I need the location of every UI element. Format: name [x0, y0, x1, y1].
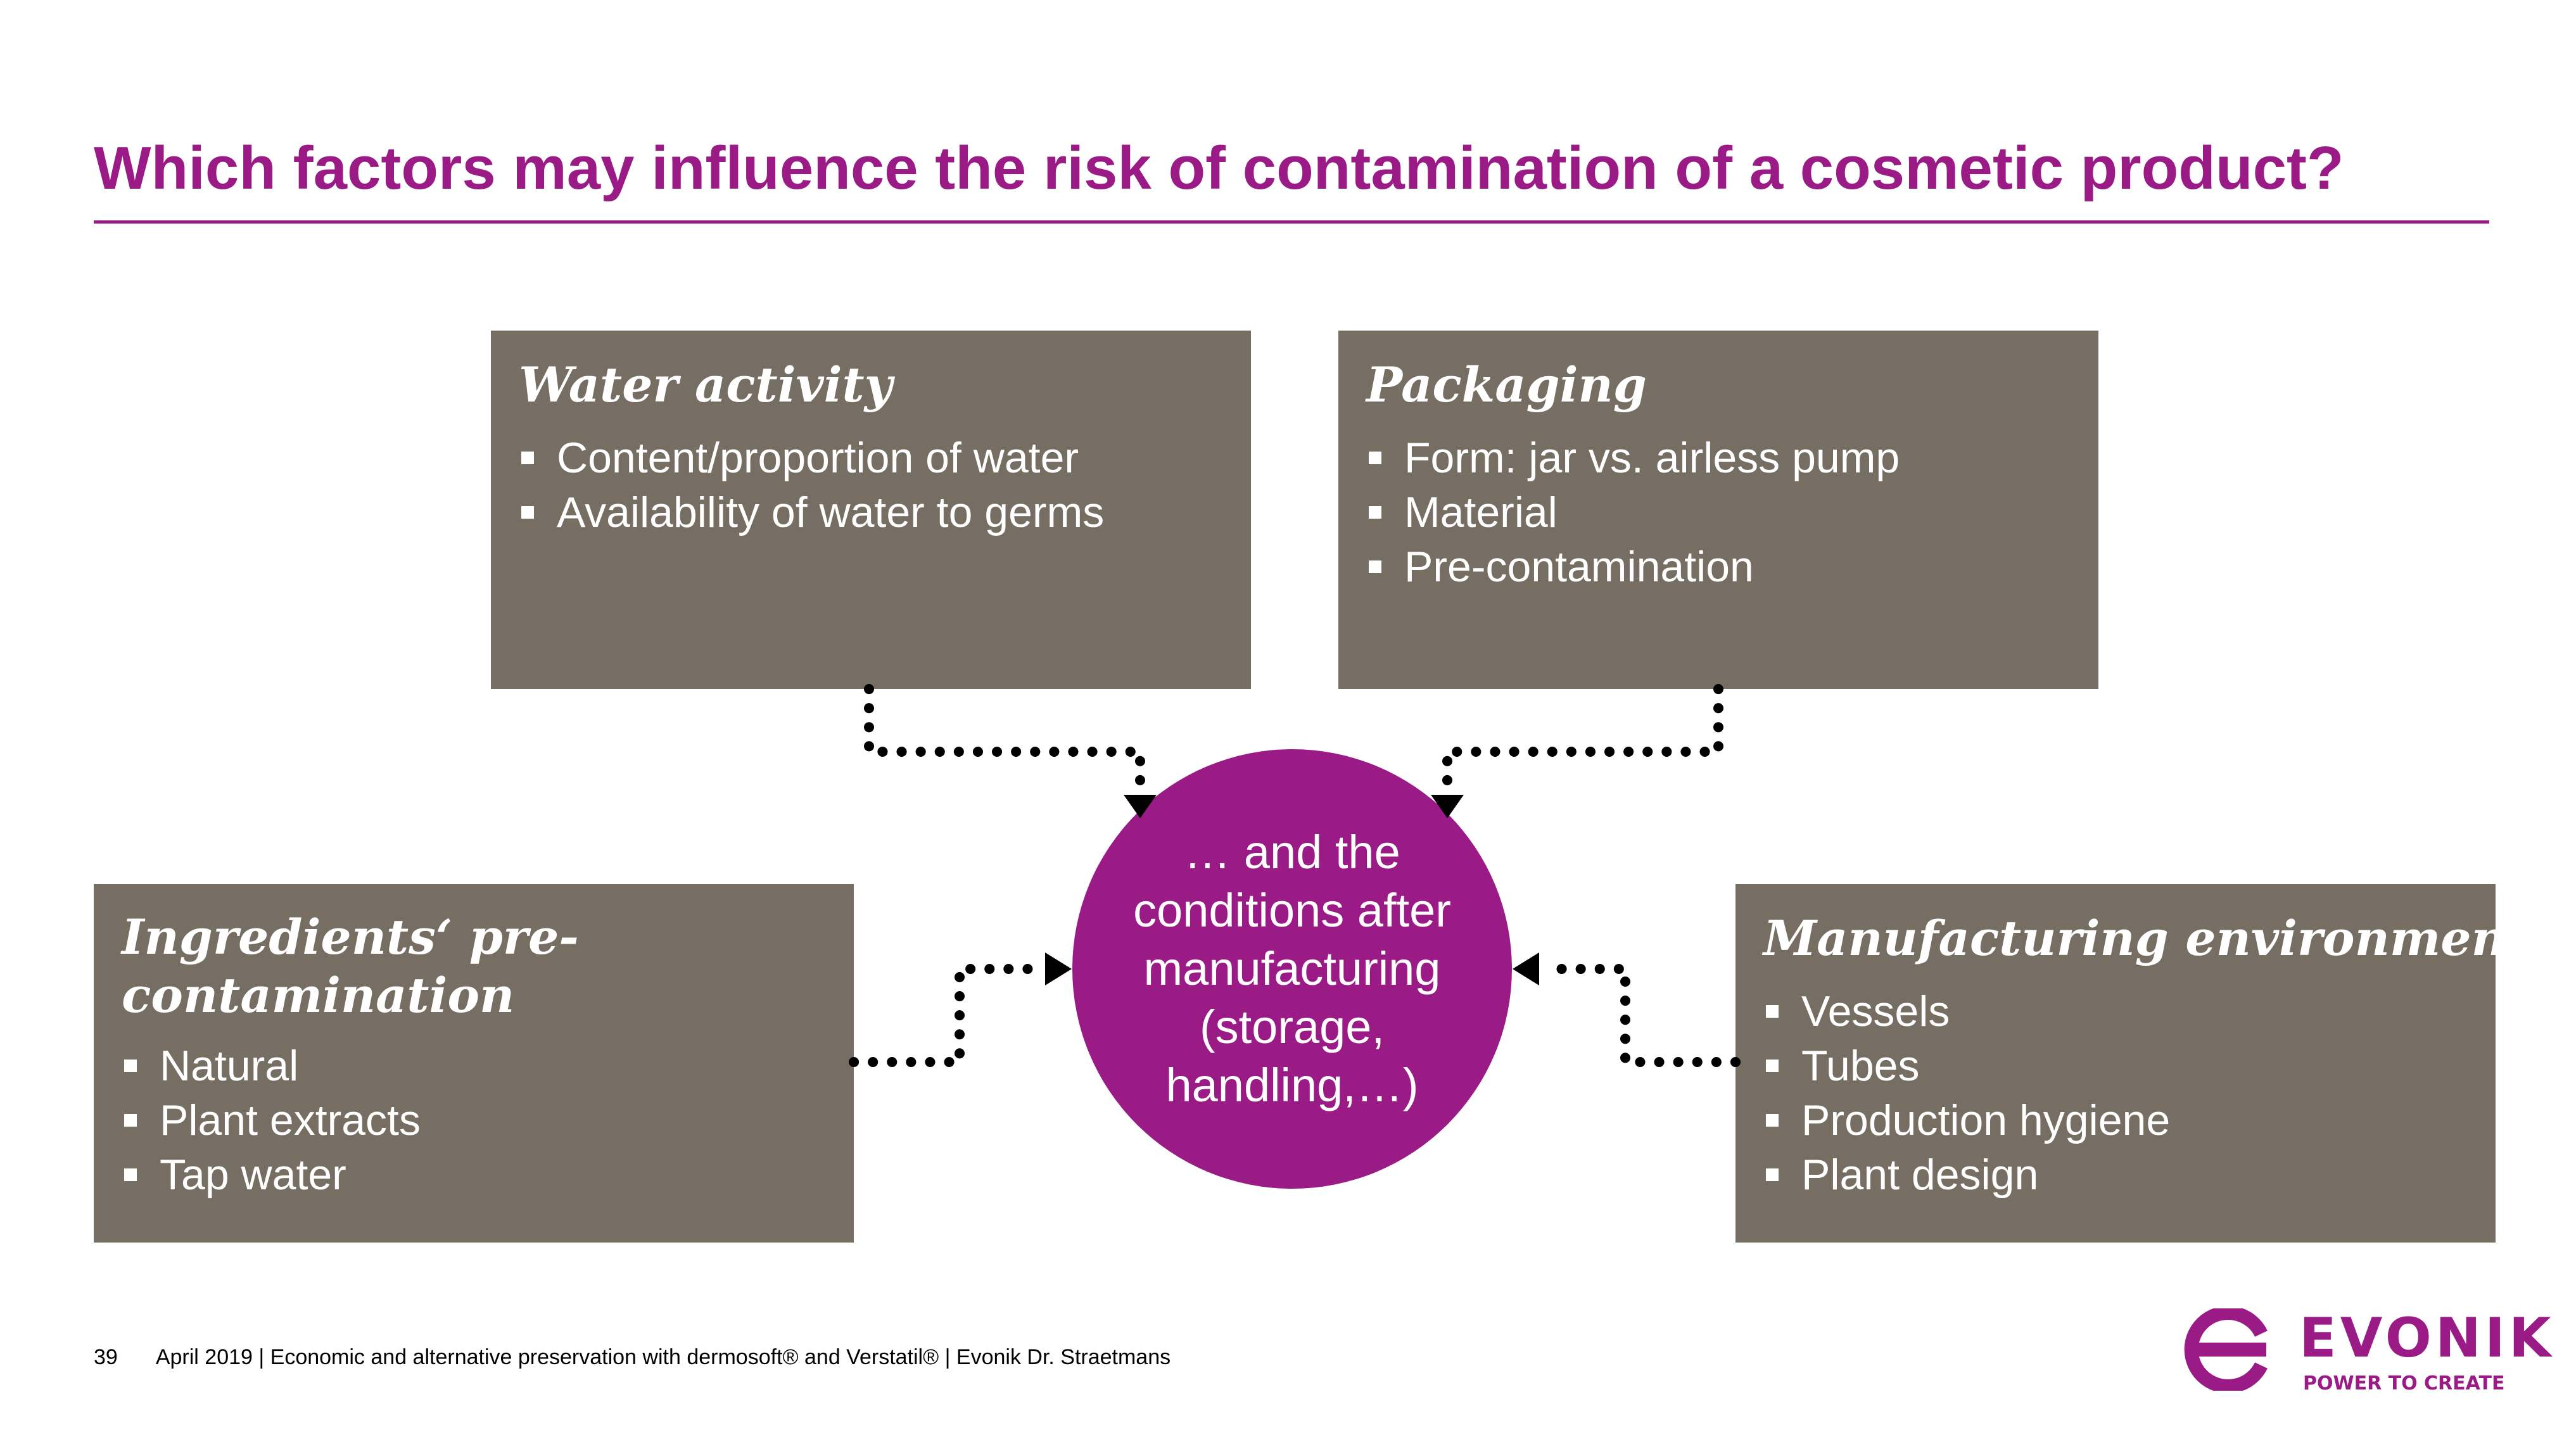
water-activity-list: Content/proportion of water Availability… — [519, 431, 1223, 540]
connector-manufacturing — [1540, 964, 1741, 1067]
square-bullet-icon — [124, 1060, 137, 1072]
list-item: Availability of water to germs — [519, 485, 1223, 540]
square-bullet-icon — [1766, 1168, 1779, 1181]
square-bullet-icon — [1369, 506, 1381, 519]
packaging-list: Form: jar vs. airless pump Material Pre-… — [1366, 431, 2071, 594]
square-bullet-icon — [1766, 1060, 1779, 1072]
ingredients-box: Ingredients‘ pre- contamination Natural … — [94, 884, 854, 1243]
arrowhead-icon — [1513, 952, 1539, 985]
list-item: Tap water — [122, 1148, 826, 1202]
arrowhead-icon — [1124, 795, 1157, 818]
center-circle: … and the conditions after manufacturing… — [1072, 749, 1512, 1189]
connector-water-activity — [864, 684, 1145, 794]
list-item: Plant design — [1763, 1148, 2468, 1202]
list-item: Production hygiene — [1763, 1093, 2468, 1148]
manufacturing-list: Vessels Tubes Production hygiene Plant d… — [1763, 984, 2468, 1202]
square-bullet-icon — [1766, 1114, 1779, 1127]
list-item: Content/proportion of water — [519, 431, 1223, 485]
square-bullet-icon — [124, 1168, 137, 1181]
page-number: 39 — [94, 1345, 118, 1369]
title-underline — [94, 220, 2489, 224]
footer-text: April 2019 | Economic and alternative pr… — [155, 1345, 1171, 1369]
connector-packaging — [1442, 684, 1723, 794]
center-circle-text: … and the conditions after manufacturing… — [1133, 826, 1451, 1111]
water-activity-box: Water activity Content/proportion of wat… — [491, 331, 1251, 689]
connector-ingredients — [849, 964, 1044, 1067]
logo-wordmark: EVONIK — [2299, 1307, 2555, 1370]
list-item: Pre-contamination — [1366, 540, 2071, 594]
square-bullet-icon — [1766, 1005, 1779, 1018]
list-item: Material — [1366, 485, 2071, 540]
list-item: Plant extracts — [122, 1093, 826, 1148]
ingredients-heading: Ingredients‘ pre- contamination — [122, 909, 579, 1023]
list-item: Form: jar vs. airless pump — [1366, 431, 2071, 485]
manufacturing-box: Manufacturing environment Vessels Tubes … — [1735, 884, 2528, 1243]
list-item: Natural — [122, 1039, 826, 1093]
logo-tagline: POWER TO CREATE — [2303, 1372, 2505, 1395]
page-title: Which factors may influence the risk of … — [94, 134, 2344, 202]
footer: 39 April 2019 | Economic and alternative … — [94, 1345, 1171, 1370]
water-activity-heading: Water activity — [519, 357, 892, 413]
square-bullet-icon — [521, 452, 534, 464]
square-bullet-icon — [124, 1114, 137, 1127]
evonik-logo-icon — [2184, 1308, 2268, 1391]
square-bullet-icon — [521, 506, 534, 519]
list-item: Tubes — [1763, 1039, 2468, 1093]
packaging-heading: Packaging — [1366, 357, 1647, 413]
list-item: Vessels — [1763, 984, 2468, 1039]
packaging-box: Packaging Form: jar vs. airless pump Mat… — [1338, 331, 2098, 689]
ingredients-list: Natural Plant extracts Tap water — [122, 1039, 826, 1202]
manufacturing-heading: Manufacturing environment — [1763, 910, 2528, 966]
square-bullet-icon — [1369, 560, 1381, 573]
arrowhead-icon — [1431, 795, 1464, 818]
square-bullet-icon — [1369, 452, 1381, 464]
arrowhead-icon — [1045, 952, 1072, 985]
